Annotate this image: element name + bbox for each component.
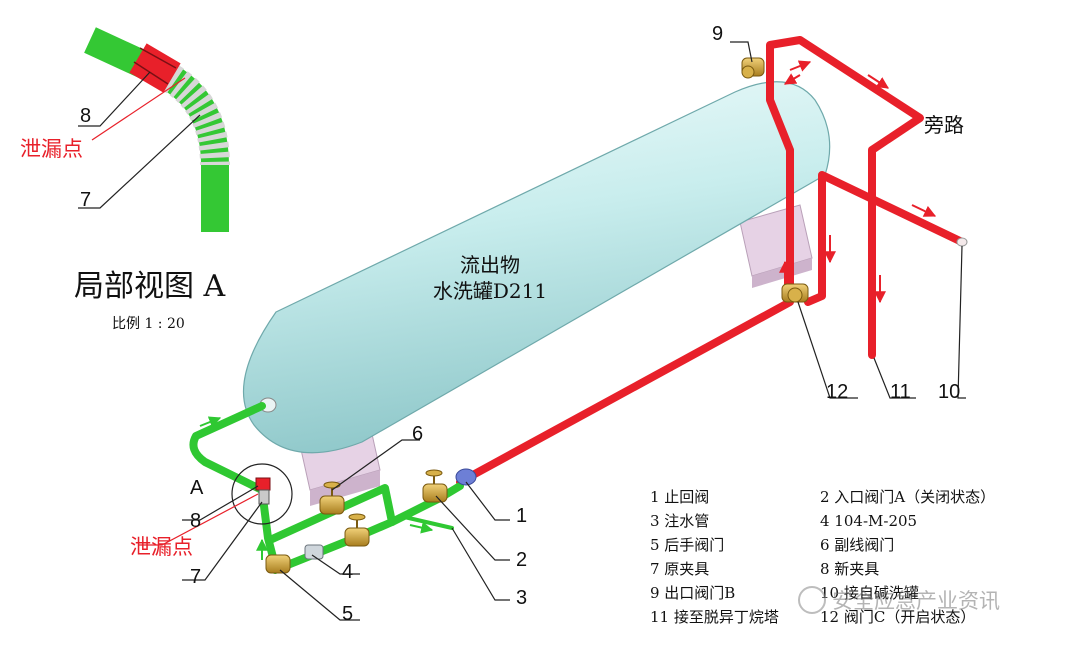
valve-downstream [265,554,291,574]
inlet-pipe [456,298,794,486]
tank-outlet-line [189,402,279,569]
callout-4: 4 [342,561,353,583]
equipment-104-m-205 [304,544,324,560]
callout-9: 9 [712,23,723,45]
caustic-feed-pipe [804,171,966,306]
red-pipe-system [456,36,966,486]
valve-c-open [781,283,809,303]
legend-item-4: 4 104-M-205 [820,512,917,530]
callout-2: 2 [516,549,527,571]
detail-circle-a [231,463,293,525]
valve-inlet-a [422,469,448,503]
callout-8: 8 [190,510,201,532]
legend: 1 止回阀 2 入口阀门A（关闭状态） 3 注水管 4 104-M-205 5 … [650,488,995,626]
outlet-bypass-pipe [766,36,924,359]
tank-label-line2: 水洗罐D211 [433,279,547,303]
watermark-text: 安全应急产业资讯 [832,589,1000,613]
legend-item-2: 2 入口阀门A（关闭状态） [820,488,995,506]
callout-7: 7 [190,566,201,588]
legend-item-3: 3 注水管 [650,512,709,530]
new-clamp-detail [129,43,181,93]
tank-label-line1: 流出物 [460,253,520,277]
legend-item-1: 1 止回阀 [650,488,709,506]
water-injection-pipe [398,514,454,530]
leader-lines [78,41,966,621]
bypass-label: 旁路 [924,113,964,137]
detail-view-a [84,27,230,232]
legend-item-10: 10 接自碱洗罐 [820,584,919,602]
wechat-icon [798,586,826,614]
legend-item-9: 9 出口阀门B [650,584,735,602]
callout-11: 11 [890,381,911,403]
legend-item-7: 7 原夹具 [650,560,709,578]
leak-point-label-detail: 泄漏点 [20,137,83,161]
callout-10: 10 [938,381,960,403]
detail-view-title: 局部视图 A [74,269,226,304]
legend-item-11: 11 接至脱异丁烷塔 [650,608,779,626]
legend-item-8: 8 新夹具 [820,560,879,578]
leak-point-label-main: 泄漏点 [130,535,193,559]
check-valve [455,468,477,486]
callout-6: 6 [412,423,423,445]
water-wash-tank [242,81,831,454]
view-marker-a: A [190,477,204,499]
caustic-feed-nozzle [956,237,968,247]
watermark: 安全应急产业资讯 [798,586,1000,614]
legend-item-12: 12 阀门C（开启状态） [820,608,975,626]
callout-1: 1 [516,505,527,527]
clamp-main-view [255,477,271,505]
valve-bypass-lower [344,513,370,547]
callout-12: 12 [826,381,848,403]
callout-5: 5 [342,603,353,625]
callout-7-detail: 7 [80,189,91,211]
legend-item-6: 6 副线阀门 [820,536,894,554]
legend-item-5: 5 后手阀门 [650,536,724,554]
detail-scale: 比例 1 : 20 [112,316,185,332]
callout-3: 3 [516,587,527,609]
callout-8-detail: 8 [80,105,91,127]
flow-arrows-red [779,60,937,304]
valve-outlet-b [741,57,765,79]
